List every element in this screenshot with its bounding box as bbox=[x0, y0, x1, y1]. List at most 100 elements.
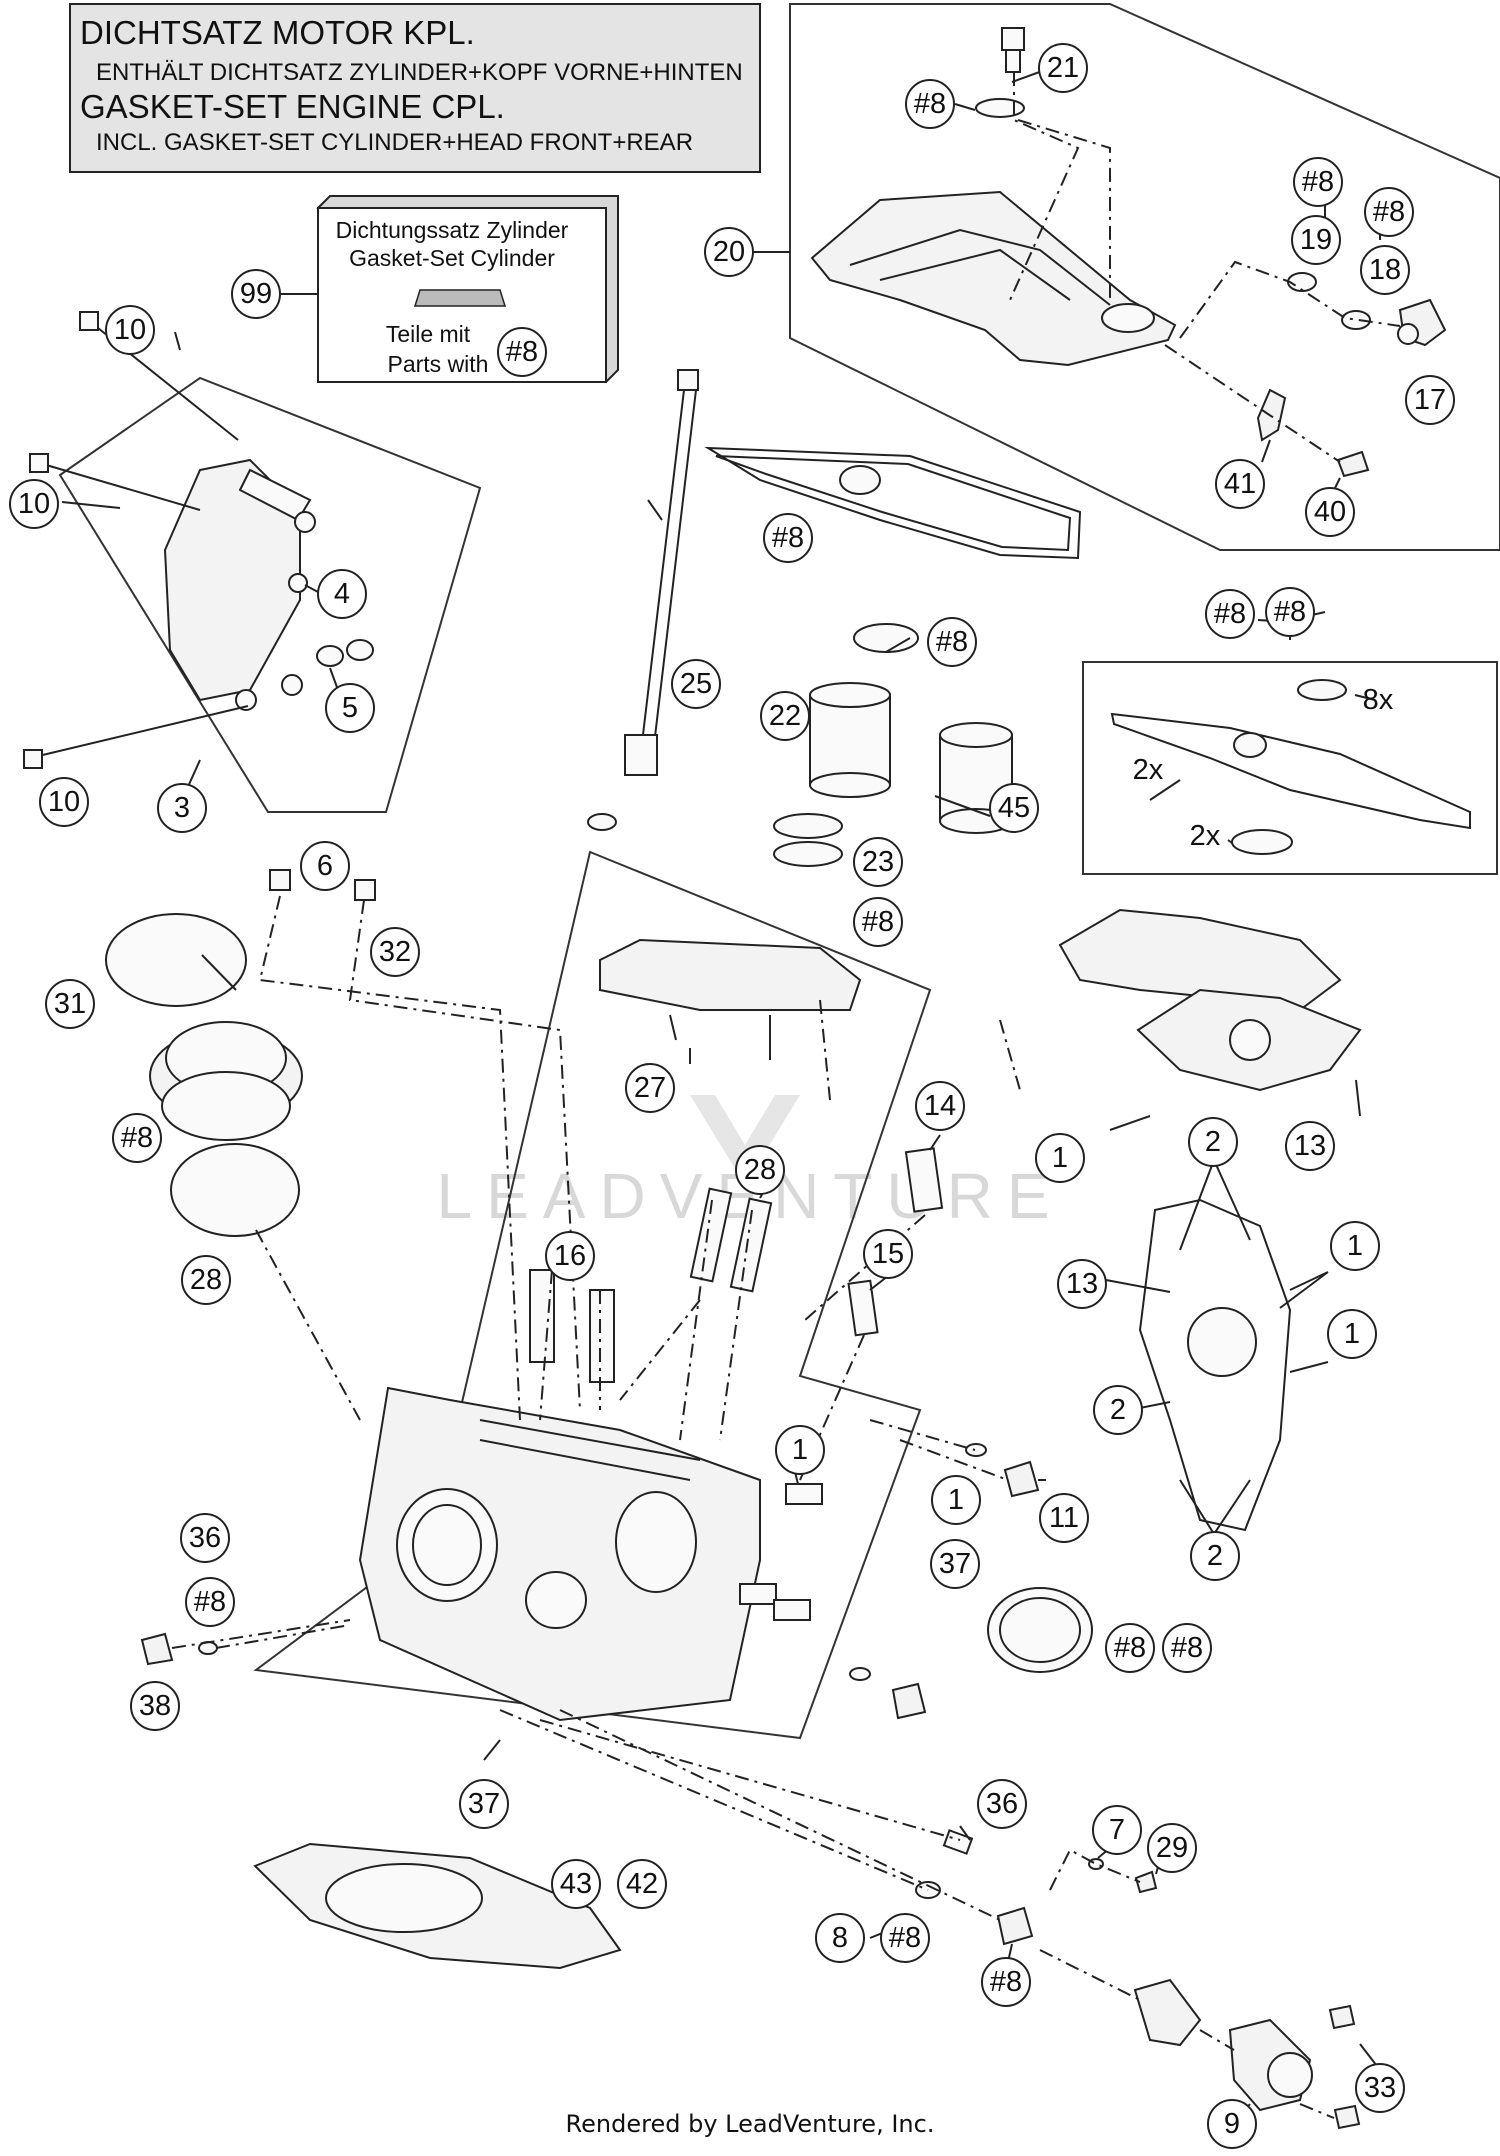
callout-c40: 1 bbox=[1330, 1221, 1380, 1271]
callout-label: #8 bbox=[1214, 598, 1246, 630]
callout-c39: 13 bbox=[1057, 1259, 1107, 1309]
callout-c25: #8 bbox=[1265, 587, 1315, 637]
callout-circle bbox=[1327, 1309, 1377, 1359]
callout-label: 18 bbox=[1369, 254, 1401, 286]
header-line-1: DICHTSATZ MOTOR KPL. bbox=[80, 14, 475, 51]
callout-circle bbox=[763, 513, 813, 563]
callout-label: 38 bbox=[139, 1690, 171, 1722]
callout-circle bbox=[325, 683, 375, 733]
callout-label: 14 bbox=[924, 1090, 956, 1122]
callout-c5: #8 bbox=[1364, 187, 1414, 237]
callout-circle bbox=[1330, 1221, 1380, 1271]
callout-circle bbox=[625, 1063, 675, 1113]
callout-label: 1 bbox=[1347, 1230, 1363, 1262]
callout-circle bbox=[1355, 2063, 1405, 2113]
callout-label: 8 bbox=[832, 1922, 848, 1954]
callout-c61: #8 bbox=[981, 1957, 1031, 2007]
parts bbox=[23, 27, 1471, 2130]
callout-circle bbox=[863, 1229, 913, 1279]
callout-circle bbox=[1038, 43, 1088, 93]
callout-label: #8 bbox=[889, 1922, 921, 1954]
callout-label: 2 bbox=[1110, 1394, 1126, 1426]
gasket-box-line-4: Parts with bbox=[388, 351, 489, 377]
callout-label: 5 bbox=[342, 692, 358, 724]
callout-circle bbox=[1092, 1805, 1142, 1855]
callout-label: 11 bbox=[1049, 1502, 1079, 1534]
callout-c3: 20 bbox=[704, 227, 754, 277]
callout-c21: 45 bbox=[989, 783, 1039, 833]
callout-circle bbox=[1291, 215, 1341, 265]
callout-c45: 1 bbox=[931, 1475, 981, 1525]
callout-c27: 32 bbox=[370, 927, 420, 977]
callout-circle bbox=[1364, 187, 1414, 237]
callout-circle bbox=[181, 1255, 231, 1305]
callout-c20: 22 bbox=[760, 691, 810, 741]
callout-c49: #8 bbox=[185, 1577, 235, 1627]
callout-label: 23 bbox=[862, 846, 894, 878]
annotation-2x-upper: 2x bbox=[1133, 754, 1164, 786]
callout-circle bbox=[1305, 487, 1355, 537]
callout-c6: 19 bbox=[1291, 215, 1341, 265]
callout-circle bbox=[1190, 1531, 1240, 1581]
callout-circle bbox=[1039, 1493, 1089, 1543]
gasket-box-ref: #8 bbox=[506, 336, 538, 368]
gasket-set-box: Dichtungssatz Zylinder Gasket-Set Cylind… bbox=[231, 195, 619, 384]
callout-c7: 18 bbox=[1360, 245, 1410, 295]
callout-c28: 31 bbox=[45, 979, 95, 1029]
callout-c50: 38 bbox=[130, 1681, 180, 1731]
callout-c53: 37 bbox=[459, 1779, 509, 1829]
callout-c30: 28 bbox=[181, 1255, 231, 1305]
callout-c31: 27 bbox=[625, 1063, 675, 1113]
gasket-box-callout-circle bbox=[231, 269, 281, 319]
callout-c37: 2 bbox=[1188, 1117, 1238, 1167]
callout-circle bbox=[617, 1859, 667, 1909]
callout-label: 32 bbox=[379, 936, 411, 968]
callout-label: 9 bbox=[1224, 2108, 1240, 2140]
callout-label: 21 bbox=[1047, 52, 1079, 84]
callout-circle bbox=[157, 783, 207, 833]
callout-c48: 36 bbox=[180, 1513, 230, 1563]
callout-circle bbox=[185, 1577, 235, 1627]
callout-label: 10 bbox=[114, 314, 146, 346]
callout-circle bbox=[1057, 1259, 1107, 1309]
callout-label: 25 bbox=[680, 668, 712, 700]
callout-c34: 14 bbox=[915, 1081, 965, 1131]
callout-circle bbox=[1360, 245, 1410, 295]
callout-c4: #8 bbox=[1293, 157, 1343, 207]
callout-label: #8 bbox=[194, 1586, 226, 1618]
callout-label: 31 bbox=[54, 988, 86, 1020]
callout-label: 6 bbox=[317, 850, 333, 882]
callout-label: 37 bbox=[939, 1548, 971, 1580]
callout-label: #8 bbox=[1373, 196, 1405, 228]
callout-label: #8 bbox=[936, 626, 968, 658]
callout-c56: 29 bbox=[1147, 1823, 1197, 1873]
footer-credit: Rendered by LeadVenture, Inc. bbox=[566, 2110, 935, 2138]
gasket-box-ref-circle bbox=[497, 327, 547, 377]
callout-c63: 9 bbox=[1207, 2099, 1257, 2149]
callout-label: #8 bbox=[1274, 596, 1306, 628]
callout-label: 36 bbox=[986, 1788, 1018, 1820]
valve-cover bbox=[810, 190, 1177, 367]
gasket-box-line-3: Teile mit bbox=[386, 321, 471, 347]
callout-label: #8 bbox=[1302, 166, 1334, 198]
callout-circle bbox=[1285, 1121, 1335, 1171]
callout-c35: 15 bbox=[863, 1229, 913, 1279]
callout-c47: 37 bbox=[930, 1539, 980, 1589]
callout-label: #8 bbox=[914, 88, 946, 120]
callout-circle bbox=[930, 1539, 980, 1589]
callout-label: #8 bbox=[1114, 1632, 1146, 1664]
callout-label: 1 bbox=[948, 1484, 964, 1516]
callout-label: 2 bbox=[1207, 1540, 1223, 1572]
callout-circle bbox=[1215, 459, 1265, 509]
callout-label: 1 bbox=[1052, 1142, 1068, 1174]
callout-circle bbox=[551, 1859, 601, 1909]
callout-c8: 17 bbox=[1405, 375, 1455, 425]
callout-circle bbox=[45, 979, 95, 1029]
callout-label: #8 bbox=[121, 1122, 153, 1154]
callout-label: #8 bbox=[1171, 1632, 1203, 1664]
callout-circle bbox=[671, 659, 721, 709]
callout-circle bbox=[9, 479, 59, 529]
callout-c24: #8 bbox=[1205, 589, 1255, 639]
